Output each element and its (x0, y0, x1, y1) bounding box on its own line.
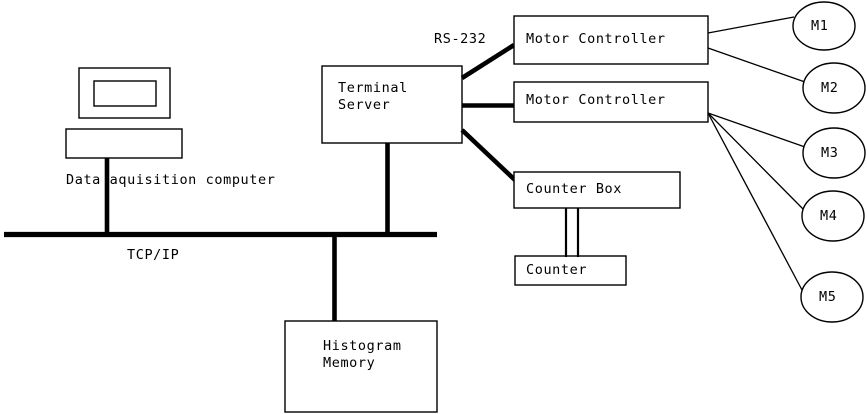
motor-m5-ellipse (800, 271, 864, 323)
histogram-memory-label-line-1: Histogram (323, 338, 402, 354)
motor-controller-2-label: Motor Controller (526, 92, 666, 108)
counter-label: Counter (526, 262, 588, 278)
tcpip-link-label: TCP/IP (127, 247, 180, 263)
terminal-server-label-line-1: Terminal (338, 80, 408, 96)
motor-m2-ellipse (802, 62, 866, 114)
motor-controller-2-to-m4-link (707, 112, 806, 212)
motor-controller-1-to-m1-link (707, 16, 795, 34)
terminal-server-to-motor-controller-1-link (460, 43, 516, 80)
motor-m3-ellipse (802, 127, 866, 179)
keyboard-base (65, 128, 183, 159)
terminal-server-label-line-2: Server (338, 97, 391, 113)
motor-m3-label: M3 (821, 145, 839, 161)
motor-controller-1-to-m2-link (707, 47, 806, 83)
counter-box-box (513, 171, 681, 209)
terminal-server-box (321, 65, 463, 144)
counter-box-label: Counter Box (526, 181, 623, 197)
motor-m1-label: M1 (811, 18, 829, 34)
monitor-screen (93, 80, 157, 107)
rs232-link-label: RS-232 (434, 31, 487, 47)
motor-controller-2-to-m5-link (707, 112, 803, 291)
data-acquisition-computer-caption: Data aquisition computer (66, 172, 276, 188)
motor-controller-2-to-m3-link (707, 112, 806, 148)
motor-controller-2-box (513, 81, 709, 123)
histogram-memory-box (284, 320, 438, 413)
motor-controller-1-box (513, 15, 709, 65)
histogram-memory-label-line-2: Memory (323, 355, 376, 371)
terminal-server-to-counter-box-link (460, 128, 518, 183)
motor-controller-1-label: Motor Controller (526, 31, 666, 47)
motor-m1-ellipse (792, 1, 856, 51)
counter-box (514, 255, 627, 286)
motor-m5-label: M5 (819, 289, 837, 305)
motor-m2-label: M2 (821, 80, 839, 96)
motor-m4-label: M4 (820, 208, 838, 224)
motor-m4-ellipse (801, 190, 865, 242)
